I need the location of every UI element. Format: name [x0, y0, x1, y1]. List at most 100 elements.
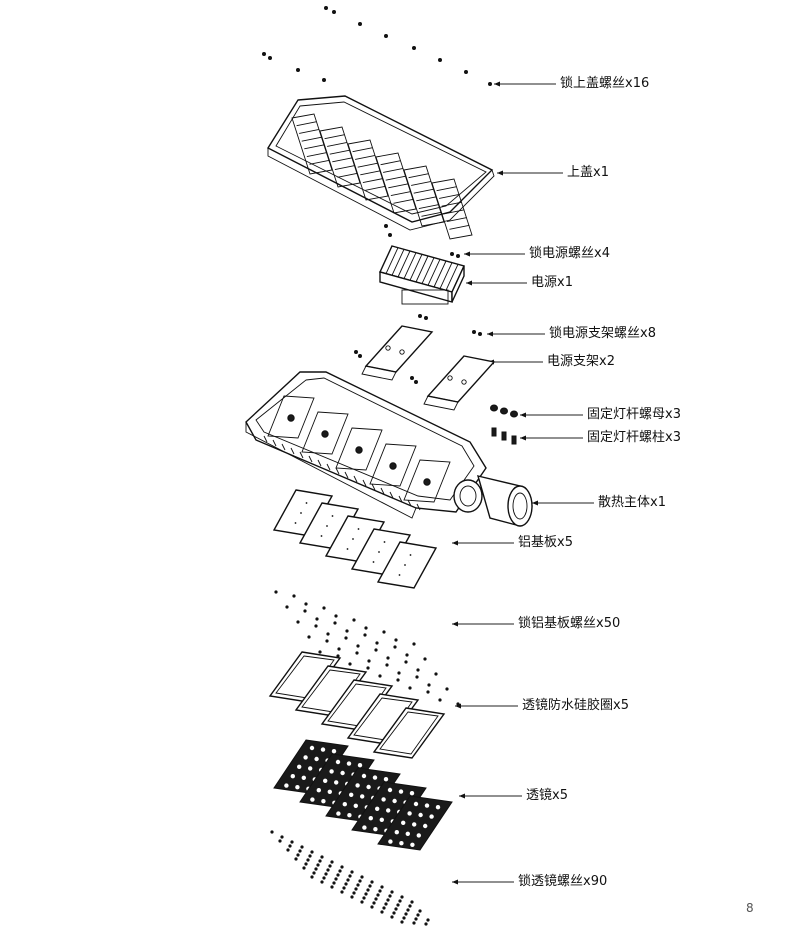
board-hole	[383, 541, 386, 543]
psu-fin	[409, 254, 423, 281]
lens-optic	[399, 841, 404, 846]
psu-fin	[397, 250, 411, 278]
aluminum-board	[376, 541, 438, 589]
lens-screw	[350, 895, 354, 899]
board-screws-group	[274, 590, 460, 706]
board-screw	[326, 632, 330, 636]
board-hole	[326, 525, 328, 527]
board-screw	[274, 590, 278, 594]
side-fin	[299, 451, 304, 459]
lens-screw	[302, 866, 306, 870]
board-screw	[355, 651, 359, 655]
lens-screw	[396, 903, 400, 907]
board-screw	[363, 633, 367, 637]
side-fin	[263, 435, 268, 443]
psu-fin	[421, 257, 435, 284]
lens-screw	[334, 877, 338, 881]
lens-screw	[426, 918, 430, 922]
vent-slat	[408, 173, 429, 179]
lens-gasket	[372, 707, 446, 759]
vent-slat	[449, 224, 470, 230]
label-power-supply: 电源x1	[531, 275, 573, 290]
arrowhead	[532, 500, 538, 506]
lid-screw	[464, 70, 468, 74]
lens-optic	[314, 756, 319, 762]
module-connector	[287, 414, 295, 422]
lens-screw	[348, 874, 352, 878]
lens-screw	[332, 881, 336, 885]
lens-screw	[306, 858, 310, 862]
lens-screw	[380, 910, 384, 914]
lens-screw	[378, 889, 382, 893]
lens-optic	[388, 839, 393, 844]
page-number: 8	[746, 901, 754, 915]
side-fin	[389, 491, 394, 499]
module-connector	[389, 462, 397, 470]
lens-screw	[328, 864, 332, 868]
lens-screw	[320, 855, 324, 859]
lens-screw	[286, 848, 290, 852]
lens-optic	[310, 797, 315, 802]
board-hole	[409, 554, 412, 556]
side-fin	[335, 467, 340, 475]
arrowhead	[487, 331, 493, 337]
lens-screw	[356, 883, 360, 887]
lid-screw	[488, 82, 492, 86]
lens-screw	[390, 915, 394, 919]
label-power-bracket: 电源支架x2	[547, 354, 615, 369]
lens-screw	[304, 862, 308, 866]
module-connector	[423, 478, 431, 486]
board-hole	[372, 561, 375, 563]
vent-slat	[329, 149, 350, 155]
lens-screw	[398, 899, 402, 903]
lens-screw	[400, 920, 404, 924]
psu-fin	[415, 255, 429, 283]
vent-slat	[304, 144, 325, 150]
lid-screw	[296, 68, 300, 72]
lens-screw	[270, 830, 274, 834]
board-screw	[303, 609, 307, 613]
board-screw	[304, 602, 308, 606]
lens-optic	[331, 749, 337, 754]
lens-screw	[362, 896, 366, 900]
vent-slat	[411, 180, 432, 186]
power-supply-part	[379, 245, 465, 305]
board-screw	[375, 641, 379, 645]
lid-screw	[438, 58, 442, 62]
lens-optic	[372, 775, 378, 780]
module-pad	[301, 411, 349, 455]
side-fin	[380, 487, 385, 495]
vent-slat	[352, 147, 373, 153]
board-hole	[346, 548, 349, 550]
board-hole	[352, 538, 354, 540]
lens-optic	[392, 798, 397, 804]
lens-screw	[370, 880, 374, 884]
lens-screw	[300, 845, 304, 849]
vent-slat	[418, 204, 439, 210]
vent-slat	[421, 211, 442, 217]
lens-screw	[364, 892, 368, 896]
arrowhead	[466, 280, 472, 286]
psu-fin	[445, 264, 459, 291]
vent-slat	[388, 183, 409, 189]
lens-screw	[382, 906, 386, 910]
board-screw	[296, 620, 300, 624]
pole-nuts-group	[490, 404, 518, 418]
lens-screw	[404, 912, 408, 916]
module-pad	[335, 427, 383, 471]
board-hole	[378, 551, 380, 553]
cover-vent	[319, 126, 361, 188]
side-fin	[344, 471, 349, 479]
board-screw	[374, 648, 378, 652]
arrowhead	[464, 251, 470, 257]
label-board-screws: 锁铝基板螺丝x50	[518, 616, 621, 631]
board-screw	[385, 663, 389, 667]
board-screw	[405, 653, 409, 657]
side-fin	[353, 475, 358, 483]
side-fin	[290, 447, 295, 455]
board-hole	[300, 512, 302, 514]
psu-fin	[427, 259, 441, 286]
label-bracket-screws: 锁电源支架螺丝x8	[549, 326, 656, 341]
lens-screw	[352, 891, 356, 895]
lens-optic	[349, 792, 354, 797]
